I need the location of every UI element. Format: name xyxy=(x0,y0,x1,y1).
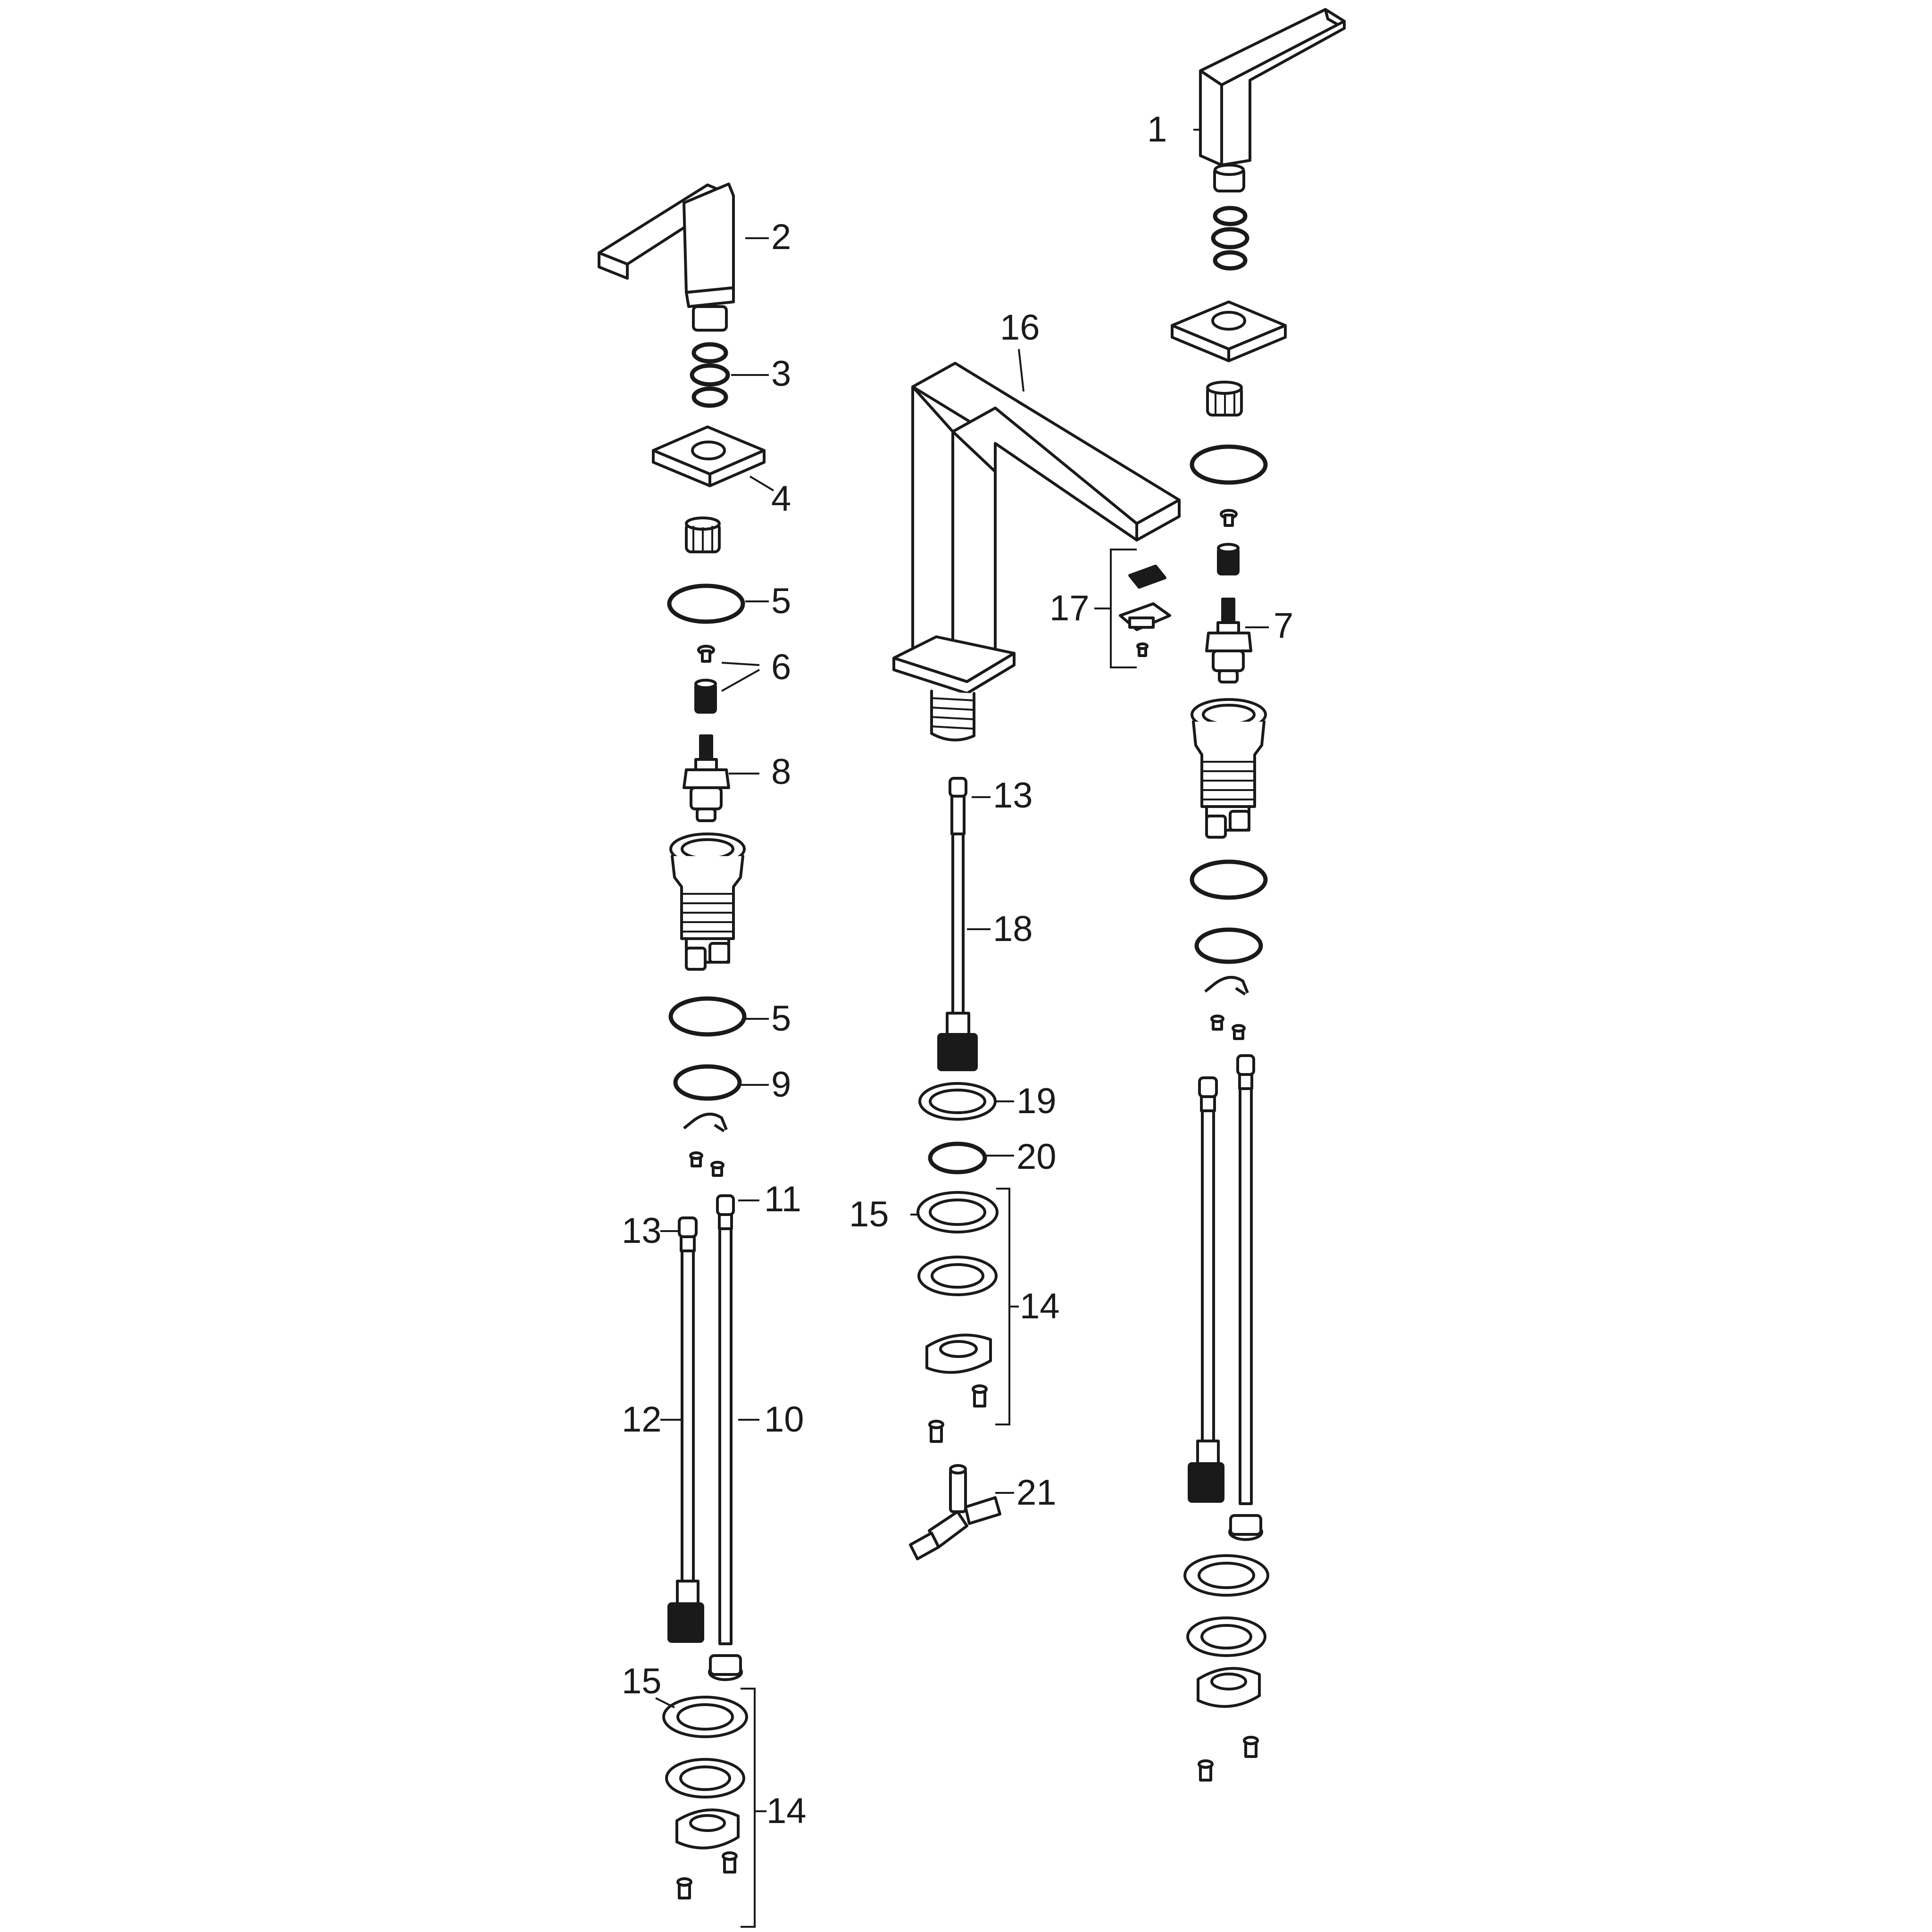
callout-2: 2 xyxy=(771,217,791,257)
valve-body-left xyxy=(669,833,746,971)
callout-14-center: 14 xyxy=(1020,1286,1060,1326)
nut-6-left xyxy=(694,679,717,714)
small-screws-left xyxy=(689,1151,724,1177)
callout-21: 21 xyxy=(1016,1473,1057,1513)
o-ring-lower-right xyxy=(1190,859,1268,900)
callout-9: 9 xyxy=(771,1065,791,1105)
cartridge-8-left xyxy=(683,734,730,822)
callout-3: 3 xyxy=(771,354,791,394)
o-ring-9-right xyxy=(1194,927,1263,964)
retaining-clip-right xyxy=(1204,976,1249,996)
callout-10: 10 xyxy=(764,1399,804,1440)
screw-6-left xyxy=(697,645,715,663)
spout-assembly xyxy=(892,349,1181,1560)
hose-10-right xyxy=(1228,1054,1263,1541)
screw-right xyxy=(1220,509,1238,527)
callout-18: 18 xyxy=(993,909,1033,949)
callout-17: 17 xyxy=(1049,588,1090,628)
mounting-set-right xyxy=(1183,1554,1269,1782)
callout-20: 20 xyxy=(1016,1137,1057,1177)
hose-10-left xyxy=(708,1194,743,1681)
center-leaders xyxy=(910,349,1024,1494)
cartridge-7-right xyxy=(1205,598,1252,683)
mounting-set-left xyxy=(662,1696,748,1899)
hose-12-right xyxy=(1188,1076,1224,1503)
o-rings-left xyxy=(690,342,730,408)
o-ring-5-lower-left xyxy=(668,996,747,1037)
handle-lever-right xyxy=(1199,8,1346,192)
callout-15-left: 15 xyxy=(622,1661,662,1701)
handle-lever-left xyxy=(598,183,735,332)
rosette-plate-left xyxy=(652,425,766,487)
small-screws-right xyxy=(1210,1015,1246,1040)
callout-15-center: 15 xyxy=(849,1194,889,1234)
spline-adapter-right xyxy=(1206,381,1243,416)
callout-13-left: 13 xyxy=(622,1211,662,1251)
callout-labels: 1 2 3 4 5 6 7 8 5 9 10 11 12 13 13 14 14… xyxy=(622,109,1293,1831)
callout-14-left: 14 xyxy=(766,1791,807,1831)
retaining-clip-left xyxy=(683,1113,728,1133)
callout-5-lower: 5 xyxy=(771,999,791,1039)
callout-19: 19 xyxy=(1016,1081,1057,1121)
callout-6: 6 xyxy=(771,647,791,687)
tee-connector-21 xyxy=(909,1464,1001,1560)
callout-4: 4 xyxy=(771,479,791,519)
spout-16 xyxy=(892,362,1181,741)
o-ring-5-upper-right xyxy=(1190,444,1268,485)
o-ring-9-left xyxy=(673,1064,742,1101)
callout-12: 12 xyxy=(622,1399,662,1440)
callout-1: 1 xyxy=(1147,109,1167,150)
left-leaders xyxy=(655,237,774,1928)
o-ring-5-upper-left xyxy=(667,583,745,624)
left-handle-assembly xyxy=(598,183,774,1928)
hose-18 xyxy=(937,777,978,1071)
valve-body-right xyxy=(1191,698,1267,839)
hose-12-left xyxy=(667,1216,704,1643)
callout-5-upper: 5 xyxy=(771,581,791,621)
callout-13-center: 13 xyxy=(993,775,1033,816)
callout-7: 7 xyxy=(1274,606,1293,646)
o-rings-right xyxy=(1211,206,1249,271)
right-leaders xyxy=(1193,129,1269,628)
callout-8: 8 xyxy=(771,752,791,792)
callout-16: 16 xyxy=(1000,308,1040,348)
callout-11: 11 xyxy=(764,1179,801,1219)
aerator-set-17 xyxy=(1094,549,1171,668)
spout-mounting xyxy=(916,1082,999,1443)
rosette-plate-right xyxy=(1171,300,1287,362)
right-handle-assembly xyxy=(1171,8,1346,1782)
nut-right xyxy=(1217,543,1240,575)
spline-adapter-left xyxy=(685,516,721,553)
